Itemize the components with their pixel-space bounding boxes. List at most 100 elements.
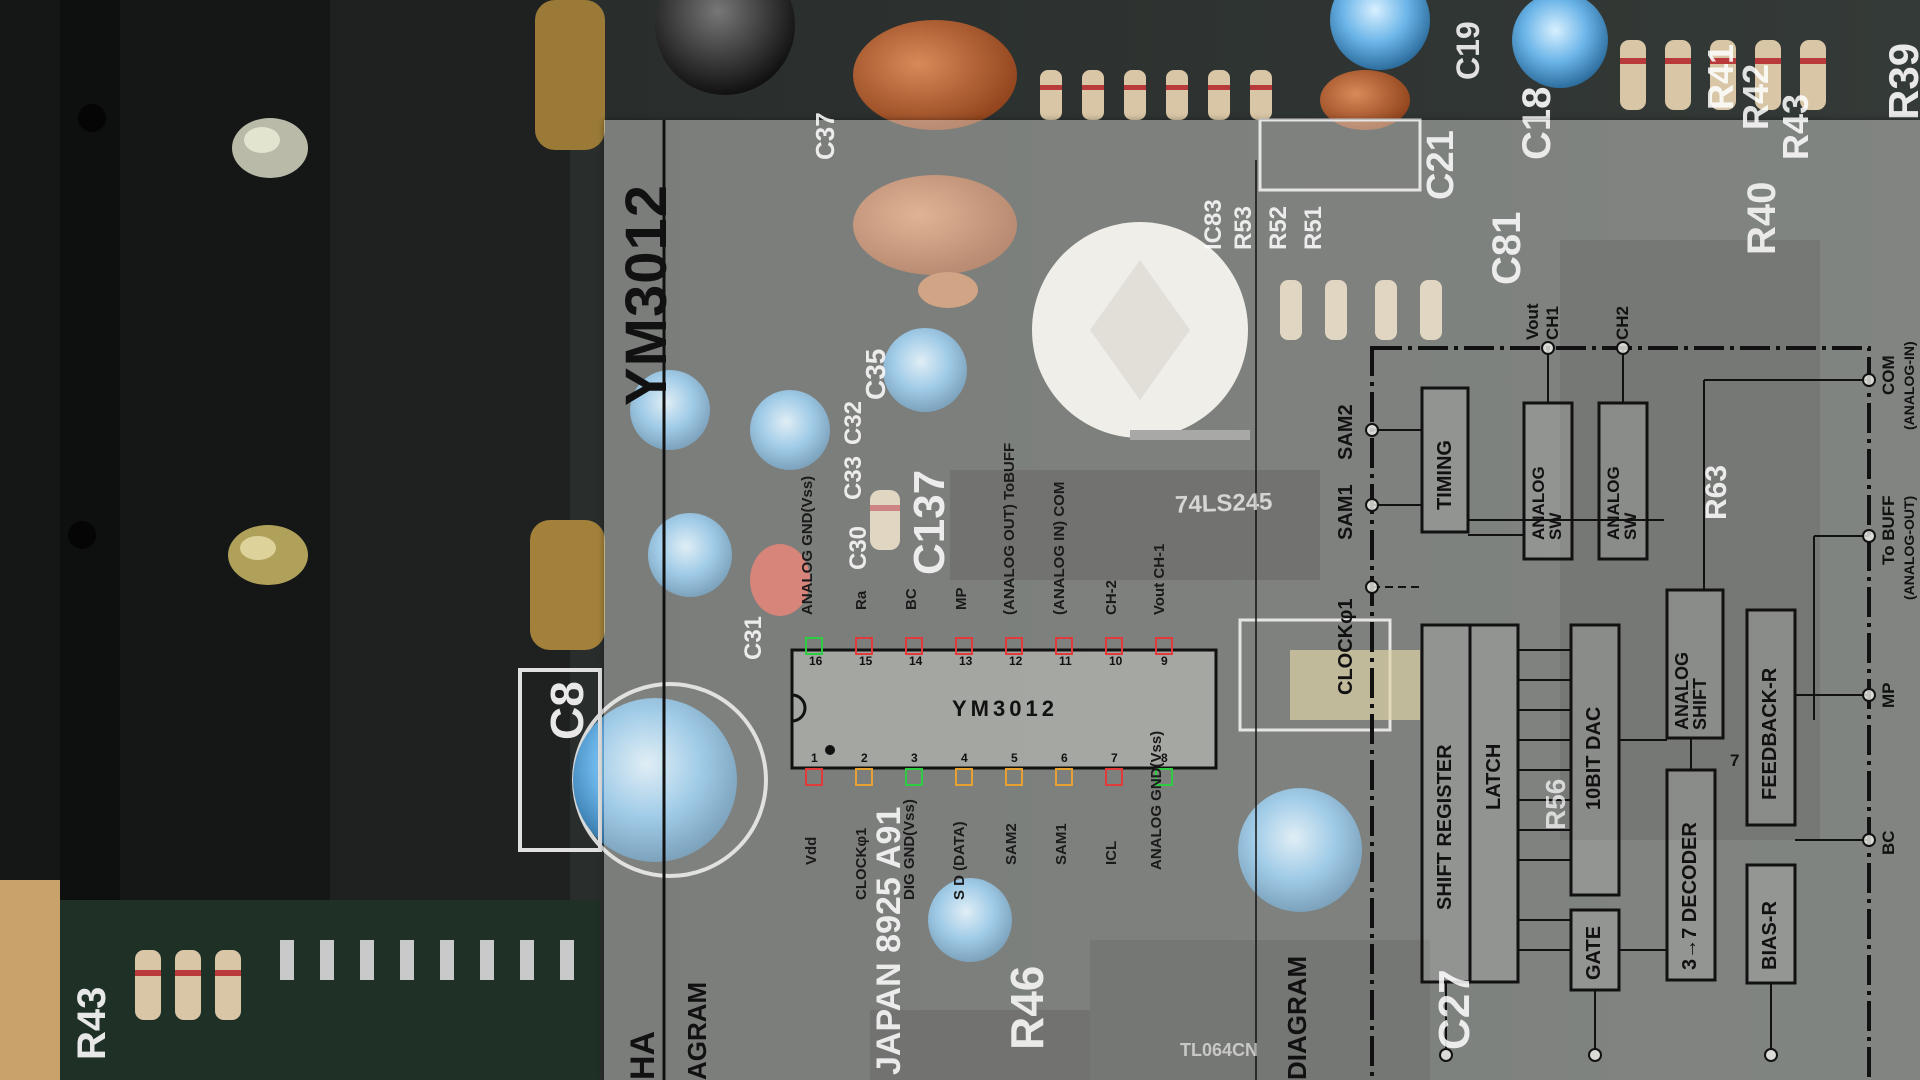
silk-319: JAPAN 8925 A91 bbox=[870, 806, 908, 1075]
block-timing: TIMING bbox=[1434, 440, 1456, 510]
section-label-right: DIAGRAM bbox=[1282, 955, 1312, 1080]
pin-4-marker bbox=[955, 768, 973, 786]
pin-number: 9 bbox=[1161, 654, 1168, 668]
pin-13-marker bbox=[955, 637, 973, 655]
silk-c27: C27 bbox=[1430, 969, 1479, 1050]
pin-9-marker bbox=[1155, 637, 1173, 655]
silk-ic83: R63 bbox=[1700, 464, 1733, 520]
pin-number: 15 bbox=[859, 654, 873, 668]
pin-number: 2 bbox=[861, 751, 868, 765]
signal-bc: BC bbox=[1879, 830, 1898, 855]
silk-r42: R42 bbox=[1735, 63, 1776, 130]
pin-6-label: SAM1 bbox=[1053, 823, 1070, 865]
pin-number: 16 bbox=[809, 654, 823, 668]
silk-r43: R43 bbox=[1775, 93, 1816, 160]
pin-14-label: BC bbox=[903, 588, 920, 610]
screw-2 bbox=[228, 525, 308, 585]
silk-c137: C137 bbox=[905, 469, 954, 575]
pin-9-label: Vout CH-1 bbox=[1151, 543, 1168, 615]
pin-14-marker bbox=[905, 637, 923, 655]
pin-number: 8 bbox=[1161, 751, 1168, 765]
silk-r51: R52 bbox=[1265, 205, 1292, 250]
pin-8-marker bbox=[1155, 768, 1173, 786]
signal-ch2: CH2 bbox=[1613, 305, 1632, 340]
block-decoder: 3→7 DECODER bbox=[1679, 822, 1701, 970]
silk-r53: IC83 bbox=[1200, 199, 1227, 250]
pin-1-label: Vdd bbox=[803, 836, 820, 865]
pin-number: 6 bbox=[1061, 751, 1068, 765]
silk-c33: C33 bbox=[840, 455, 867, 500]
pin-4-label: S D (DATA) bbox=[951, 821, 968, 900]
signal-ch1: CH1 bbox=[1543, 305, 1562, 340]
pin-3-marker bbox=[905, 768, 923, 786]
block-bias-r: BIAS-R bbox=[1759, 901, 1781, 970]
silk-c30: C30 bbox=[845, 525, 872, 570]
block-gate: GATE bbox=[1583, 925, 1605, 980]
signal-sam2: SAM2 bbox=[1335, 404, 1357, 460]
pin-2-marker bbox=[855, 768, 873, 786]
pin-number: 14 bbox=[909, 654, 923, 668]
pin-number: 3 bbox=[911, 751, 918, 765]
silk-r63: R43 bbox=[70, 986, 114, 1060]
pin-number: 1 bbox=[811, 751, 818, 765]
brand-fragment: HA bbox=[624, 1030, 662, 1080]
pin-2-label: CLOCKφ1 bbox=[853, 827, 870, 900]
block-latch: LATCH bbox=[1483, 743, 1505, 810]
silk-c31: C31 bbox=[740, 615, 767, 660]
silk-r39: R39 bbox=[1880, 42, 1920, 120]
silk-r56: R51 bbox=[1300, 205, 1327, 250]
pin-7-marker bbox=[1105, 768, 1123, 786]
pin-7-label: ICL bbox=[1103, 840, 1120, 865]
pin-16-label: ANALOG GND(Vss) bbox=[799, 475, 816, 615]
signal-clock: CLOCKφ1 bbox=[1335, 598, 1357, 695]
pin-number: 13 bbox=[959, 654, 973, 668]
block-analog-sw-2: ANALOG SW bbox=[1604, 466, 1640, 540]
pin-8-label: ANALOG GND(Vss) bbox=[1148, 730, 1165, 870]
pin-number: 5 bbox=[1011, 751, 1018, 765]
pin-10-marker bbox=[1105, 637, 1123, 655]
block-10bit-dac: 10BIT DAC bbox=[1583, 706, 1605, 810]
silk-c19: C19 bbox=[1450, 21, 1486, 80]
silk-c32: C32 bbox=[840, 400, 867, 445]
pin-number: 11 bbox=[1059, 654, 1072, 668]
silk-74ls245: R56 bbox=[1540, 778, 1571, 830]
signal-vout: Vout bbox=[1523, 303, 1542, 340]
pin-12-marker bbox=[1005, 637, 1023, 655]
signal-analog-in: (ANALOG-IN) bbox=[1901, 341, 1917, 430]
silk-c37: C37 bbox=[810, 112, 840, 160]
signal-to-buff: To BUFF bbox=[1879, 495, 1898, 565]
pin-number: 4 bbox=[961, 751, 968, 765]
signal-com: COM bbox=[1879, 355, 1898, 395]
pin-number: 12 bbox=[1009, 654, 1023, 668]
silk-r46: C81 bbox=[1485, 211, 1529, 285]
screw-1 bbox=[232, 118, 308, 178]
signal-seven: 7 bbox=[1730, 751, 1740, 770]
silk-c81: C8 bbox=[541, 681, 593, 740]
pin-11-marker bbox=[1055, 637, 1073, 655]
pin-15-marker bbox=[855, 637, 873, 655]
signal-sam1: SAM1 bbox=[1335, 484, 1357, 540]
silk-japan: TL064CN bbox=[1180, 1040, 1259, 1060]
signal-mp: MP bbox=[1879, 682, 1898, 709]
pin-12-label: (ANALOG OUT) ToBUFF bbox=[1001, 442, 1018, 615]
pin-13-label: MP bbox=[953, 587, 970, 611]
schematic-drawing bbox=[662, 120, 1876, 1080]
pin-10-label: CH-2 bbox=[1103, 579, 1120, 615]
chip-label: YM3012 bbox=[952, 696, 1058, 721]
silk-tl064cn: 74LS245 bbox=[1174, 488, 1273, 519]
datasheet-overlay: YM3012 HA AGRAM DIAGRAM YM3012 bbox=[604, 120, 1920, 1080]
pin-1-marker bbox=[805, 768, 823, 786]
pin-11-label: (ANALOG IN) COM bbox=[1051, 481, 1068, 615]
block-analog-shift: ANALOG SHIFT bbox=[1672, 652, 1710, 730]
chip-title: YM3012 bbox=[614, 183, 679, 406]
pin-16-marker bbox=[805, 637, 823, 655]
silk-c35: C35 bbox=[860, 348, 891, 400]
pin-number: 7 bbox=[1111, 751, 1118, 765]
signal-analog-out: (ANALOG-OUT) bbox=[1901, 495, 1917, 600]
section-label-left: AGRAM bbox=[682, 981, 712, 1080]
silk-c21: C21 bbox=[1420, 130, 1462, 200]
silk-r52: R53 bbox=[1230, 205, 1257, 250]
pin-5-marker bbox=[1005, 768, 1023, 786]
block-shift-register: SHIFT REGISTER bbox=[1434, 744, 1456, 910]
